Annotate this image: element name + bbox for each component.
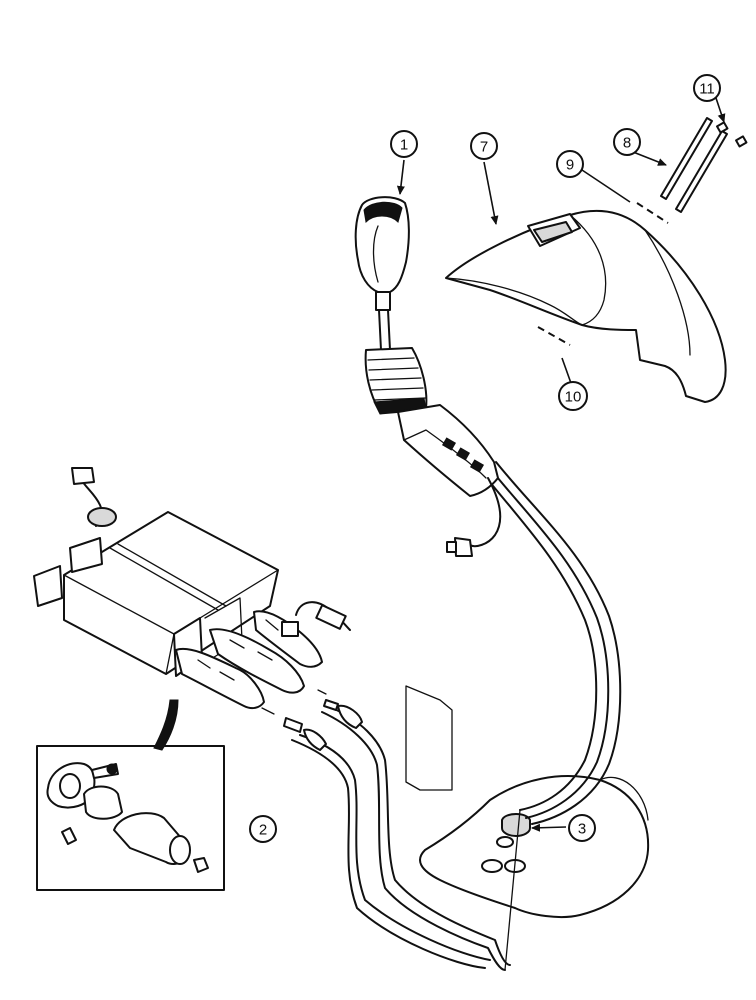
dash-9	[636, 202, 669, 224]
console-cover	[445, 209, 727, 403]
callout-7: 7	[470, 132, 498, 160]
callout-11-label: 11	[699, 81, 715, 98]
callout-3: 3	[568, 814, 596, 842]
lever-wire-connector	[446, 477, 502, 557]
callout-10: 10	[558, 381, 588, 411]
callout-2-label: 2	[259, 822, 267, 839]
dash-10	[537, 326, 571, 346]
callout-10-label: 10	[565, 389, 582, 406]
bracket-outline	[405, 685, 453, 791]
callout-9-label: 9	[566, 157, 574, 174]
lever-boot	[364, 347, 428, 415]
floor-panel	[419, 775, 650, 918]
cable-ends	[261, 689, 363, 751]
grommet	[501, 813, 531, 837]
callout-3-label: 3	[578, 821, 586, 838]
nuts	[716, 121, 748, 148]
detail-box	[36, 699, 225, 891]
callout-1: 1	[390, 130, 418, 158]
control-lever	[354, 196, 410, 351]
callout-8-label: 8	[623, 135, 631, 152]
valve-spools	[33, 537, 323, 710]
callout-7-label: 7	[480, 139, 488, 156]
callout-1-label: 1	[400, 137, 408, 154]
valve-harness	[71, 467, 351, 637]
callout-9: 9	[556, 150, 584, 178]
studs	[660, 117, 728, 213]
callout-8: 8	[613, 128, 641, 156]
cable-bundle	[291, 461, 622, 971]
callout-2: 2	[249, 815, 277, 843]
callout-11: 11	[693, 74, 721, 102]
lever-base-housing	[397, 404, 499, 497]
